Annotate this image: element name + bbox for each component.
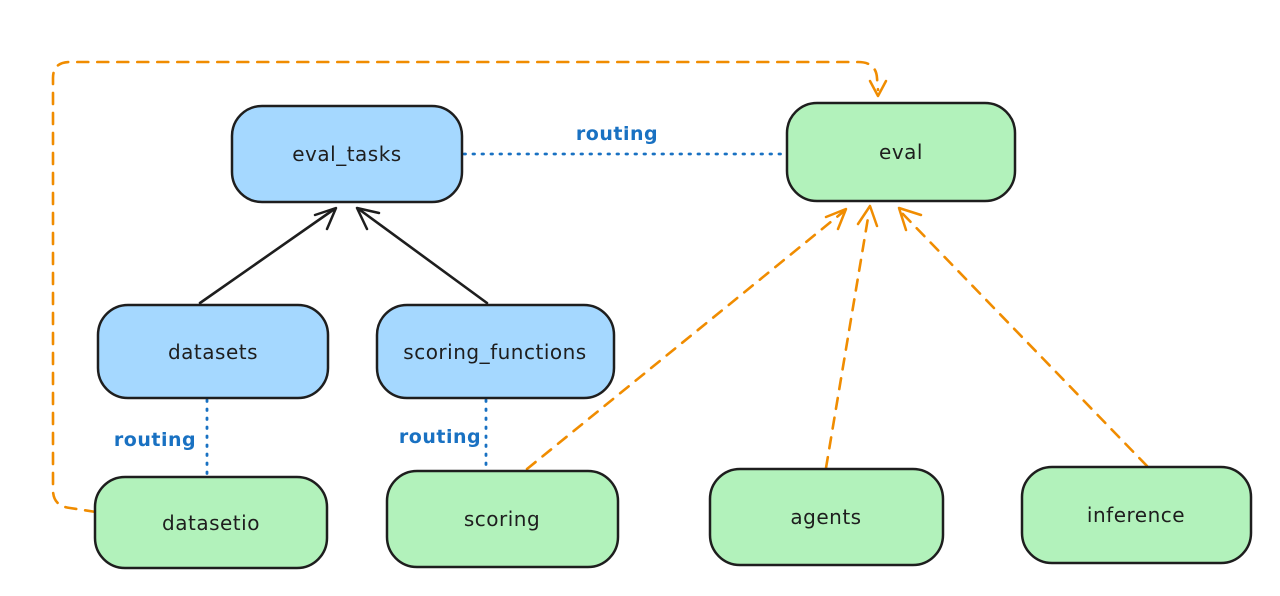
edge-datasets-eval-tasks-arrow bbox=[198, 208, 335, 305]
node-datasets: datasets bbox=[96, 303, 330, 400]
edge-inference-eval-arrowhead bbox=[897, 206, 923, 232]
node-datasetio-label: datasetio bbox=[162, 511, 260, 535]
node-datasets-label: datasets bbox=[168, 340, 258, 364]
edge-scoring-functions-eval-tasks-arrowhead bbox=[355, 206, 381, 231]
node-eval-label: eval bbox=[879, 140, 923, 164]
node-eval-box bbox=[785, 101, 1017, 203]
routing-label-eval-tasks-eval: routing bbox=[576, 123, 658, 145]
edge-inference-eval-arrow bbox=[899, 210, 1149, 468]
edge-scoring-functions-eval-tasks-arrow bbox=[358, 208, 489, 305]
node-eval: eval bbox=[785, 101, 1017, 203]
node-datasetio: datasetio bbox=[93, 475, 329, 570]
node-agents: agents bbox=[708, 467, 945, 567]
node-scoring-functions: scoring_functions bbox=[375, 303, 616, 400]
node-scoring-box bbox=[385, 469, 620, 569]
edge-scoring-eval-arrow bbox=[525, 210, 845, 471]
routing-label-datasets-datasetio: routing bbox=[114, 429, 196, 451]
node-eval-tasks-label: eval_tasks bbox=[292, 142, 401, 166]
node-inference-label: inference bbox=[1087, 503, 1185, 527]
edge-datasetio-eval-arrowhead bbox=[868, 79, 888, 98]
node-scoring: scoring bbox=[385, 469, 620, 569]
routing-label-scoring-functions-scoring: routing bbox=[399, 426, 481, 448]
node-scoring-label: scoring bbox=[464, 507, 540, 531]
node-agents-box bbox=[708, 467, 945, 567]
node-datasetio-box bbox=[93, 475, 329, 570]
edge-datasetio-eval-arrow bbox=[51, 60, 880, 514]
edge-agents-eval-arrowhead bbox=[856, 204, 879, 228]
node-datasets-box bbox=[96, 303, 330, 400]
edge-scoring-eval-arrowhead bbox=[824, 207, 848, 231]
node-scoring-functions-box bbox=[375, 303, 616, 400]
node-eval-tasks-box bbox=[230, 104, 464, 204]
node-agents-label: agents bbox=[790, 505, 861, 529]
node-inference: inference bbox=[1020, 465, 1253, 565]
edge-agents-eval-arrow bbox=[824, 210, 871, 470]
node-scoring-functions-label: scoring_functions bbox=[403, 340, 586, 364]
node-eval-tasks: eval_tasks bbox=[230, 104, 464, 204]
edge-datasets-eval-tasks-arrowhead bbox=[313, 206, 338, 231]
node-inference-box bbox=[1020, 465, 1253, 565]
